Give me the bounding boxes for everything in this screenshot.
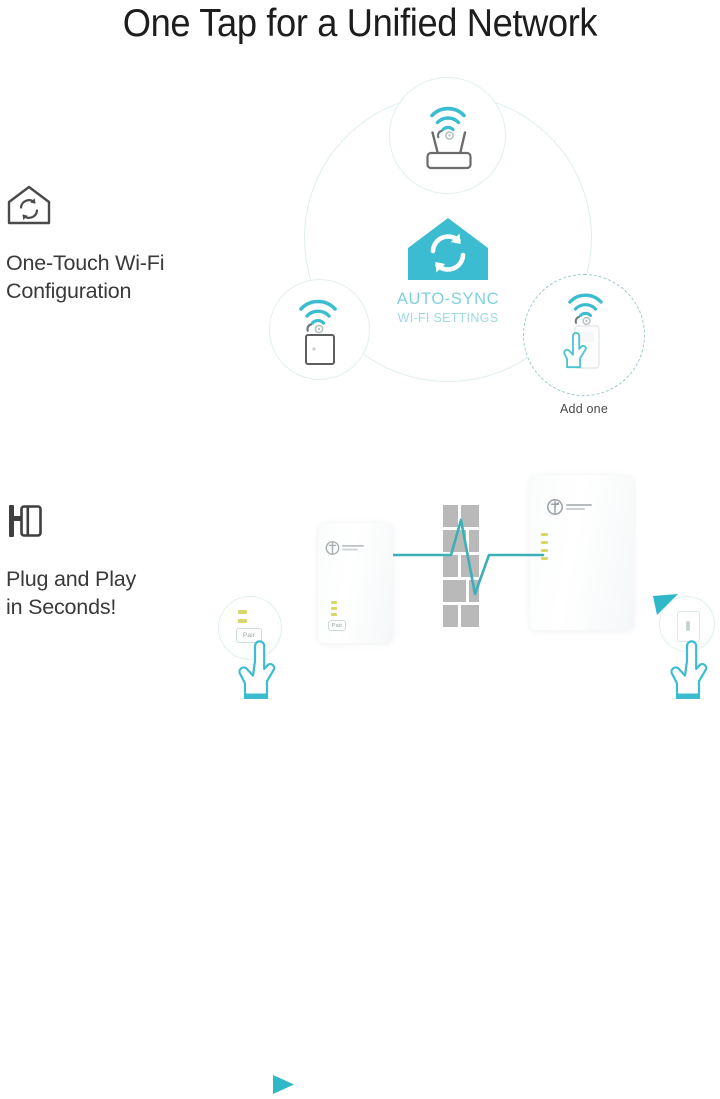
house-sync-icon-teal — [408, 218, 488, 280]
auto-sync-title: AUTO-SYNC — [396, 290, 500, 308]
led-indicator — [238, 610, 247, 614]
feature-label-line1: One-Touch Wi-Fi — [6, 251, 165, 275]
led-indicator — [331, 613, 337, 616]
plug-socket-icon — [6, 499, 52, 543]
feature-label-line2: Configuration — [6, 279, 132, 303]
led-indicator — [541, 541, 548, 544]
powerline-device-right — [530, 475, 634, 630]
led-indicator — [541, 533, 548, 536]
tp-link-logo — [325, 541, 364, 555]
auto-sync-diagram: AUTO-SYNC WI-FI SETTINGS — [258, 77, 678, 435]
feature-one-touch-wifi: One-Touch Wi-Fi Configuration — [6, 183, 221, 305]
pair-button[interactable]: Pair — [328, 620, 346, 631]
diagram-center: AUTO-SYNC WI-FI SETTINGS — [368, 216, 528, 325]
hand-tap-icon — [238, 640, 276, 699]
wall-extender-icon — [563, 293, 603, 369]
plug-and-play-illustration: Pair — [0, 465, 720, 1094]
house-sync-icon — [6, 183, 52, 227]
brick-wall — [443, 505, 479, 640]
pair-button-zoomed[interactable]: Pair — [236, 628, 262, 643]
auto-sync-subtitle: WI-FI SETTINGS — [397, 311, 499, 325]
feature-label: One-Touch Wi-Fi Configuration — [6, 249, 221, 305]
led-indicator — [331, 601, 337, 604]
led-indicator — [541, 549, 548, 552]
callout-pointer-triangle — [653, 594, 678, 615]
page-title: One Tap for a Unified Network — [122, 2, 598, 45]
diagram-node-router — [389, 77, 506, 194]
feature-label-line2: in Seconds! — [6, 595, 117, 619]
hand-tap-icon — [670, 640, 708, 699]
diagram-node-add-one[interactable] — [523, 274, 645, 396]
magnifier-left-pair-button: Pair — [218, 596, 282, 660]
button-glyph-icon — [686, 621, 690, 631]
router-icon — [425, 106, 472, 169]
callout-pointer-triangle — [273, 1075, 294, 1094]
led-indicator — [331, 607, 337, 610]
feature-label-line1: Plug and Play — [6, 567, 137, 591]
wall-extender-icon — [298, 299, 337, 365]
hand-tap-icon — [563, 332, 587, 369]
device-button-zoomed[interactable] — [677, 611, 700, 642]
add-one-label: Add one — [560, 402, 608, 416]
diagram-node-extender — [269, 279, 370, 380]
led-indicator — [541, 557, 548, 560]
feature-label: Plug and Play in Seconds! — [6, 565, 221, 621]
powerline-device-left: Pair — [318, 523, 393, 643]
tp-link-logo — [547, 499, 592, 515]
feature-plug-and-play: Plug and Play in Seconds! — [6, 499, 221, 621]
led-indicator — [238, 619, 247, 623]
